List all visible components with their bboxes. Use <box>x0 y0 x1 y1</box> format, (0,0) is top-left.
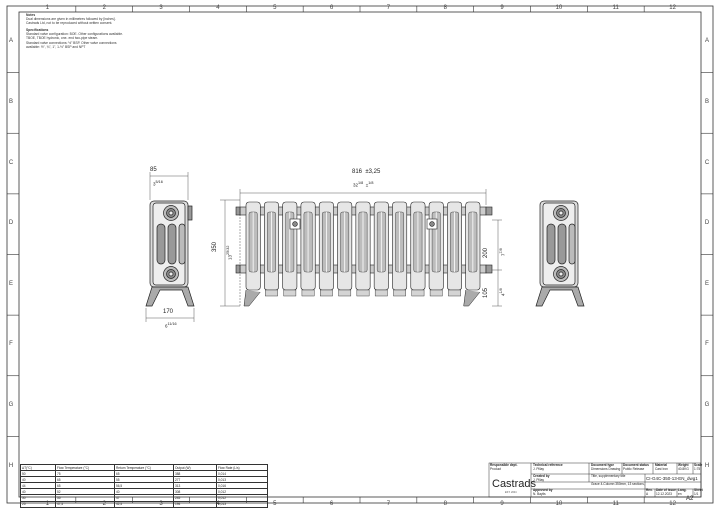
zone-column-label: 3 <box>159 5 163 11</box>
zone-column-label: 5 <box>273 501 277 507</box>
paper-size: A2 <box>686 496 694 502</box>
zone-column-label: 9 <box>500 501 504 507</box>
radiator-section <box>318 201 334 297</box>
zone-column-label: 10 <box>555 5 563 11</box>
zone-row-label: D <box>8 220 14 227</box>
dimension-lines <box>145 172 502 322</box>
notes-line: Castrads Ltd, not to be reproduced witho… <box>26 21 113 26</box>
zone-row-label: H <box>704 462 710 469</box>
zone-row-label: C <box>8 159 14 166</box>
zone-column-label: 12 <box>669 5 676 11</box>
spec-line: Standard valve configuration: BOE. Other… <box>26 32 123 37</box>
zone-ticks <box>7 6 713 503</box>
title-label: Title, supplementary title <box>591 474 626 478</box>
spec-line: Standard valve connections: ½" BSP. Othe… <box>26 40 117 45</box>
zone-row-label: E <box>704 280 709 287</box>
depth-in-label: 35/16 <box>153 180 163 187</box>
zone-column-label: 2 <box>102 5 106 11</box>
zone-column-label: 9 <box>500 5 504 11</box>
radiator-section <box>410 201 426 297</box>
front-view <box>235 201 493 307</box>
zone-column-label: 7 <box>386 5 391 11</box>
zone-column-label: 6 <box>329 5 334 11</box>
radiator-section <box>447 201 462 297</box>
zone-row-label: A <box>8 38 13 45</box>
table-cell: 0,013 <box>216 500 268 508</box>
zone-column-label: 4 <box>216 5 220 11</box>
revision: Rev.A <box>646 488 653 496</box>
radiator-section <box>392 201 408 297</box>
zone-column-label: 1 <box>45 5 50 11</box>
zone-row-label: G <box>704 402 710 409</box>
zone-row-label: G <box>8 402 14 409</box>
output-table: ΔT(°C)Flow Temperature (°C)Return Temper… <box>20 463 268 508</box>
notes-block: Notes Dual dimensions are given in milli… <box>26 13 176 49</box>
zone-column-label: 11 <box>612 501 619 507</box>
zone-column-label: 8 <box>443 5 447 11</box>
zone-column-label: 12 <box>669 501 676 507</box>
width-in-label: 321/8 ±1/8 <box>353 181 374 188</box>
left-side-view <box>145 200 195 307</box>
zone-column-label: 7 <box>386 501 391 507</box>
zone-row-label: B <box>8 98 13 105</box>
drawing-number: CI-G4C-350-13-EN_dwg1 <box>646 476 698 481</box>
zone-row-label: D <box>704 220 710 227</box>
spec-line: available: ½", ¾", 1", 1-½" BSP and NPT <box>26 44 86 49</box>
foot-mm-label: 170 <box>163 309 174 315</box>
radiator-section <box>463 201 481 307</box>
notes-heading: Notes <box>26 13 36 17</box>
zone-column-label: 11 <box>612 5 619 11</box>
logo-subtitle: EST. 2004 <box>505 491 517 494</box>
foot-in-label: 611/16 <box>165 322 177 329</box>
spec-line: TBOE, TBOE hydronic, one- end two-pipe s… <box>26 36 99 41</box>
zone-column-label: 8 <box>443 501 447 507</box>
zone-row-label: B <box>704 98 709 105</box>
width-mm-label: 816 ±3,25 <box>352 169 381 175</box>
radiator-section <box>300 201 316 297</box>
right-side-view <box>535 200 585 307</box>
depth-mm-label: 85 <box>150 167 157 173</box>
radiator-section <box>243 201 261 307</box>
drawing-title: Grace 4-Column 350mm, 13 sections, <box>591 482 645 486</box>
language: Lang.en <box>678 488 687 496</box>
radiator-section <box>337 201 353 297</box>
zone-column-label: 10 <box>555 501 563 507</box>
zone-row-label: E <box>8 280 13 287</box>
zone-row-label: C <box>704 159 710 166</box>
radiator-sections <box>243 201 481 307</box>
castrads-logo: Castrads <box>492 478 537 490</box>
responsible-dept: Responsible dept.Product <box>490 463 518 471</box>
radiator-section <box>355 201 371 297</box>
zone-row-label: F <box>705 341 709 348</box>
zone-row-label: A <box>704 38 709 45</box>
radiator-section <box>264 201 279 297</box>
zone-column-label: 6 <box>329 501 334 507</box>
zone-row-label: F <box>9 341 13 348</box>
zone-column-label: 5 <box>273 5 277 11</box>
specifications-heading: Specifications <box>26 28 49 33</box>
radiator-section <box>373 201 389 297</box>
notes-line: Dual dimensions are given in millimetres… <box>26 17 116 22</box>
zone-row-label: H <box>8 462 14 469</box>
